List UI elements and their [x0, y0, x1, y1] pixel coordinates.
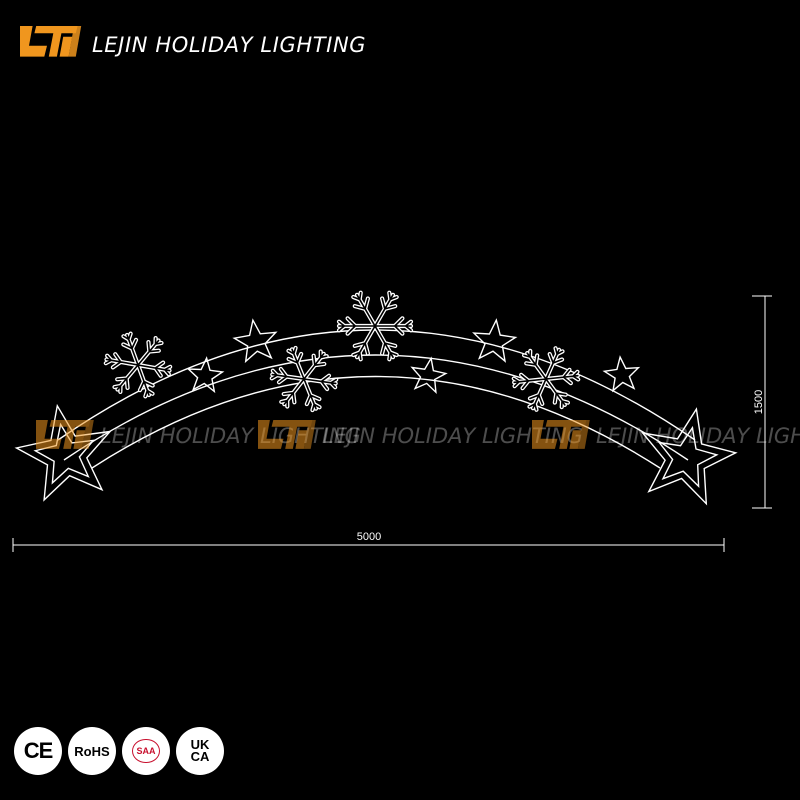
star-icon: [410, 356, 448, 395]
star-icon: [14, 403, 112, 502]
star-icon: [472, 318, 518, 363]
saa-mark-icon: SAA: [122, 727, 170, 775]
width-dimension-label: 5000: [357, 531, 381, 543]
arch-rail-middle: [63, 354, 689, 461]
ornaments: [14, 290, 738, 506]
star-icon: [232, 318, 278, 364]
star-icon: [186, 356, 225, 394]
width-dimension: [12, 538, 725, 552]
watermark-text: LEJIN HOLIDAY LIGHTING: [100, 424, 361, 448]
height-dimension: [752, 295, 772, 509]
watermarks: LEJIN HOLIDAY LIGHTING LEJIN HOLIDAY LIG…: [36, 420, 800, 449]
snowflake-icon: [511, 346, 581, 412]
star-icon: [640, 407, 738, 506]
brand-name: LEJIN HOLIDAY LIGHTING: [92, 33, 367, 57]
snowflake-icon: [336, 290, 414, 362]
snowflake-icon: [269, 345, 339, 413]
watermark-text: LEJIN HOLIDAY LIGHTING: [596, 424, 800, 448]
height-dimension-label: 1500: [753, 390, 765, 414]
star-icon: [602, 355, 641, 393]
logo-icon: [20, 26, 82, 57]
snowflake-icon: [103, 331, 173, 399]
ce-mark-icon: CE: [14, 727, 62, 775]
rohs-mark-icon: RoHS: [68, 727, 116, 775]
